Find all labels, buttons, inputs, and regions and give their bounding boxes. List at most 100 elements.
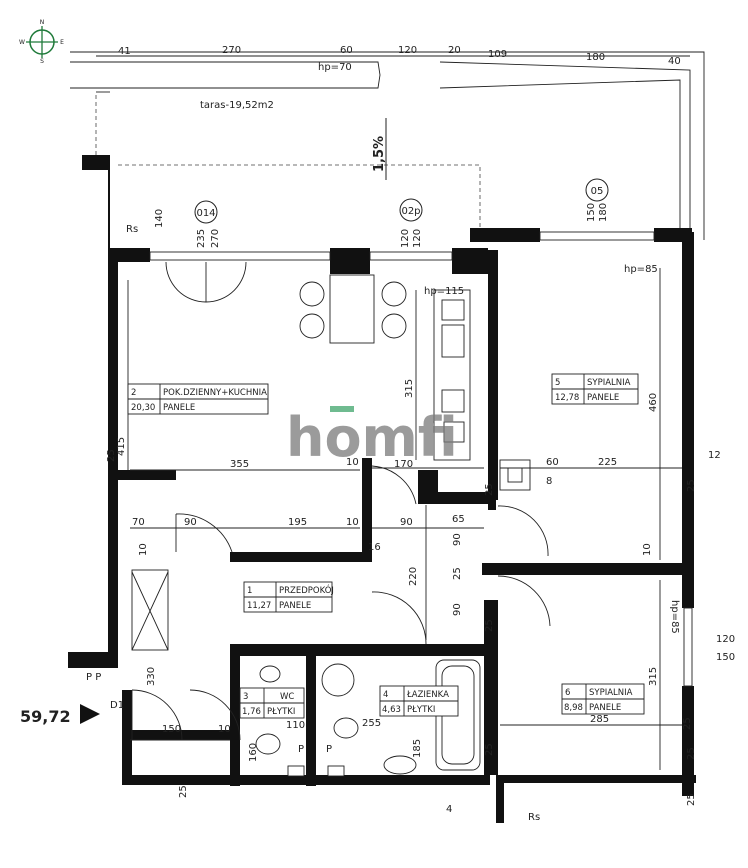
svg-text:90: 90 (452, 533, 463, 546)
tag-02p: 02p (401, 206, 420, 217)
terrace-hp: hp=70 (318, 62, 352, 73)
svg-text:25: 25 (484, 483, 495, 496)
svg-text:150: 150 (162, 724, 181, 735)
svg-text:355: 355 (230, 459, 249, 470)
room-label-hall: 1 PRZEDPOKÓJ 11,27 PANELE (243, 581, 334, 613)
svg-text:25: 25 (686, 479, 697, 492)
svg-text:SYPIALNIA: SYPIALNIA (589, 688, 633, 698)
walls (68, 155, 696, 823)
svg-text:415: 415 (116, 437, 127, 456)
room-label-living: 2 POK.DZIENNY+KUCHNIA 20,30 PANELE (127, 383, 269, 415)
dim-t109: 109 (488, 49, 507, 60)
svg-text:65: 65 (452, 514, 465, 525)
svg-text:10: 10 (346, 517, 359, 528)
compass-w: W (19, 39, 25, 46)
svg-text:homfi: homfi (286, 406, 458, 469)
svg-text:PŁYTKI: PŁYTKI (407, 705, 435, 715)
svg-text:6: 6 (565, 688, 570, 698)
svg-text:255: 255 (362, 718, 381, 729)
svg-text:315: 315 (648, 667, 659, 686)
svg-text:25: 25 (452, 567, 463, 580)
svg-text:P: P (326, 744, 332, 755)
svg-text:4: 4 (446, 804, 452, 815)
dim-t120: 120 (398, 45, 417, 56)
hp-living: hp=115 (424, 286, 464, 297)
svg-text:70: 70 (132, 517, 145, 528)
svg-text:10: 10 (346, 457, 359, 468)
svg-text:ŁAZIENKA: ŁAZIENKA (406, 690, 449, 700)
play-arrow-icon (80, 704, 100, 724)
svg-text:25: 25 (682, 717, 693, 730)
terrace: taras-19,52m2 1,5% hp=70 (70, 51, 705, 240)
svg-text:P P: P P (86, 672, 101, 683)
svg-text:WC: WC (280, 692, 294, 702)
dim-t180: 180 (586, 52, 605, 63)
svg-text:10: 10 (642, 543, 653, 556)
svg-text:110: 110 (286, 720, 305, 731)
svg-text:180: 180 (598, 203, 609, 222)
svg-text:170: 170 (394, 459, 413, 470)
svg-text:25: 25 (106, 449, 117, 462)
svg-text:PŁYTKI: PŁYTKI (267, 707, 295, 717)
svg-text:2: 2 (131, 388, 136, 398)
doors (131, 465, 551, 741)
svg-text:150: 150 (586, 203, 597, 222)
svg-text:60: 60 (546, 457, 559, 468)
svg-text:12,78: 12,78 (555, 393, 579, 403)
svg-text:12: 12 (708, 450, 721, 461)
svg-text:235: 235 (196, 229, 207, 248)
compass-n: N (40, 19, 45, 26)
dim-t60: 60 (340, 45, 353, 56)
tag-05: 05 (591, 186, 604, 197)
svg-text:10: 10 (138, 543, 149, 556)
svg-text:11,27: 11,27 (247, 601, 271, 611)
svg-text:8: 8 (546, 476, 552, 487)
svg-text:25: 25 (178, 785, 189, 798)
svg-text:10: 10 (218, 724, 231, 735)
svg-text:P: P (298, 744, 304, 755)
rs-bottom: Rs (528, 812, 540, 823)
svg-text:25: 25 (484, 619, 495, 632)
svg-text:PANELE: PANELE (163, 403, 195, 413)
svg-text:20,30: 20,30 (131, 403, 155, 413)
hp-bed2: hp=85 (669, 600, 680, 634)
dining-set (299, 274, 407, 344)
svg-text:4: 4 (383, 690, 388, 700)
svg-text:90: 90 (400, 517, 413, 528)
room-label-bedroom-6: 6 SYPIALNIA 8,98 PANELE (561, 683, 645, 715)
svg-text:POK.DZIENNY+KUCHNIA: POK.DZIENNY+KUCHNIA (163, 388, 267, 398)
svg-text:25: 25 (686, 747, 697, 760)
svg-text:185: 185 (412, 739, 423, 758)
terrace-label: taras-19,52m2 (200, 100, 274, 111)
svg-text:90: 90 (452, 603, 463, 616)
svg-text:25: 25 (484, 743, 495, 756)
svg-text:460: 460 (648, 393, 659, 412)
svg-text:8,98: 8,98 (564, 703, 583, 713)
svg-text:1,76: 1,76 (242, 707, 261, 717)
svg-text:PANELE: PANELE (589, 703, 621, 713)
svg-text:16: 16 (368, 542, 381, 553)
svg-text:D1: D1 (110, 700, 124, 711)
terrace-slope: 1,5% (372, 136, 387, 172)
compass-e: E (60, 39, 64, 46)
balcony-door (165, 261, 247, 303)
dimension-values: 140 235 270 120 120 150 180 315 415 25 3… (86, 203, 735, 815)
svg-text:PANELE: PANELE (587, 393, 619, 403)
svg-text:330: 330 (146, 667, 157, 686)
svg-text:PRZEDPOKÓJ: PRZEDPOKÓJ (279, 584, 334, 596)
svg-text:225: 225 (598, 457, 617, 468)
dim-t40: 40 (668, 56, 681, 67)
svg-text:SYPIALNIA: SYPIALNIA (587, 378, 631, 388)
windows (149, 231, 693, 687)
room-label-wc: 3 WC 1,76 PŁYTKI (239, 687, 305, 719)
svg-text:25: 25 (686, 793, 697, 806)
svg-text:285: 285 (590, 714, 609, 725)
svg-text:315: 315 (404, 379, 415, 398)
svg-text:3: 3 (243, 692, 248, 702)
total-area-value: 59,72 (20, 707, 71, 726)
svg-text:5: 5 (555, 378, 560, 388)
room-label-bedroom-5: 5 SYPIALNIA 12,78 PANELE (551, 373, 639, 405)
svg-text:PANELE: PANELE (279, 601, 311, 611)
